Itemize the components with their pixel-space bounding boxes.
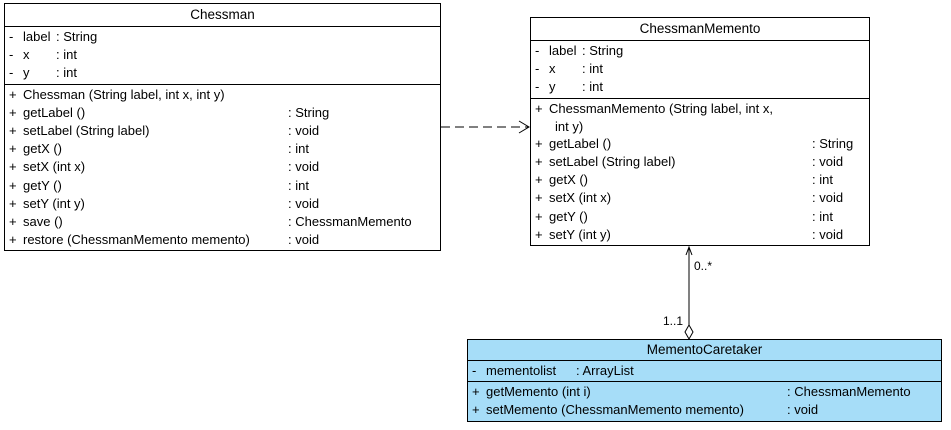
attributes-section: -mementolist: ArrayList — [468, 361, 941, 383]
attribute-row: -y: int — [9, 65, 77, 81]
attribute-row: -x: int — [9, 47, 77, 63]
attributes-section: -label: String -x: int -y: int — [5, 27, 440, 85]
attribute-row: -mementolist: ArrayList — [472, 363, 634, 378]
attributes-section: -label: String -x: int -y: int — [531, 41, 869, 99]
operation-row: +getY (): int — [9, 177, 309, 193]
attribute-row: -label: String — [9, 29, 98, 44]
operation-row: +setY (int y): void — [9, 195, 320, 211]
operation-row: +save (): ChessmanMemento — [9, 213, 412, 229]
operation-row: +ChessmanMemento (String label, int x, — [535, 100, 773, 116]
class-name: ChessmanMemento — [531, 18, 869, 41]
class-name: MementoCaretaker — [468, 340, 941, 361]
operation-row: +setX (int x): void — [9, 159, 320, 175]
operation-row: +Chessman (String label, int x, int y) — [9, 86, 225, 102]
operation-row: +setLabel (String label): void — [9, 122, 320, 138]
multiplicity-memento-end: 0..* — [694, 259, 713, 273]
aggregation-line[interactable] — [684, 245, 694, 341]
operation-continuation: int y) — [555, 118, 584, 134]
operation-row: +getLabel (): String — [535, 135, 854, 151]
operation-row: +getLabel (): String — [9, 104, 330, 120]
attribute-row: -y: int — [535, 79, 603, 95]
operation-row: +setMemento (ChessmanMemento memento): v… — [472, 402, 819, 418]
dependency-arrow[interactable] — [441, 120, 530, 134]
operation-row: +setY (int y): void — [535, 226, 844, 242]
operation-row: +getMemento (int i): ChessmanMemento — [472, 384, 911, 400]
attribute-row: -label: String — [535, 43, 624, 58]
operation-row: +getX (): int — [9, 141, 309, 157]
operations-section: +ChessmanMemento (String label, int x, i… — [531, 99, 869, 245]
operation-row: +setX (int x): void — [535, 190, 844, 206]
attribute-row: -x: int — [535, 61, 603, 77]
operation-row: +getX (): int — [535, 172, 833, 188]
operation-row: +setLabel (String label): void — [535, 153, 844, 169]
operation-row: +getY (): int — [535, 208, 833, 224]
operations-section: +getMemento (int i): ChessmanMemento +se… — [468, 382, 941, 420]
class-name: Chessman — [5, 4, 440, 27]
multiplicity-caretaker-end: 1..1 — [663, 314, 684, 328]
operation-row: +restore (ChessmanMemento memento): void — [9, 232, 320, 248]
class-chessman-memento[interactable]: ChessmanMemento -label: String -x: int -… — [530, 17, 870, 246]
class-memento-caretaker[interactable]: MementoCaretaker -mementolist: ArrayList… — [467, 339, 942, 422]
operations-section: +Chessman (String label, int x, int y) +… — [5, 85, 440, 251]
class-chessman[interactable]: Chessman -label: String -x: int -y: int … — [4, 3, 441, 251]
